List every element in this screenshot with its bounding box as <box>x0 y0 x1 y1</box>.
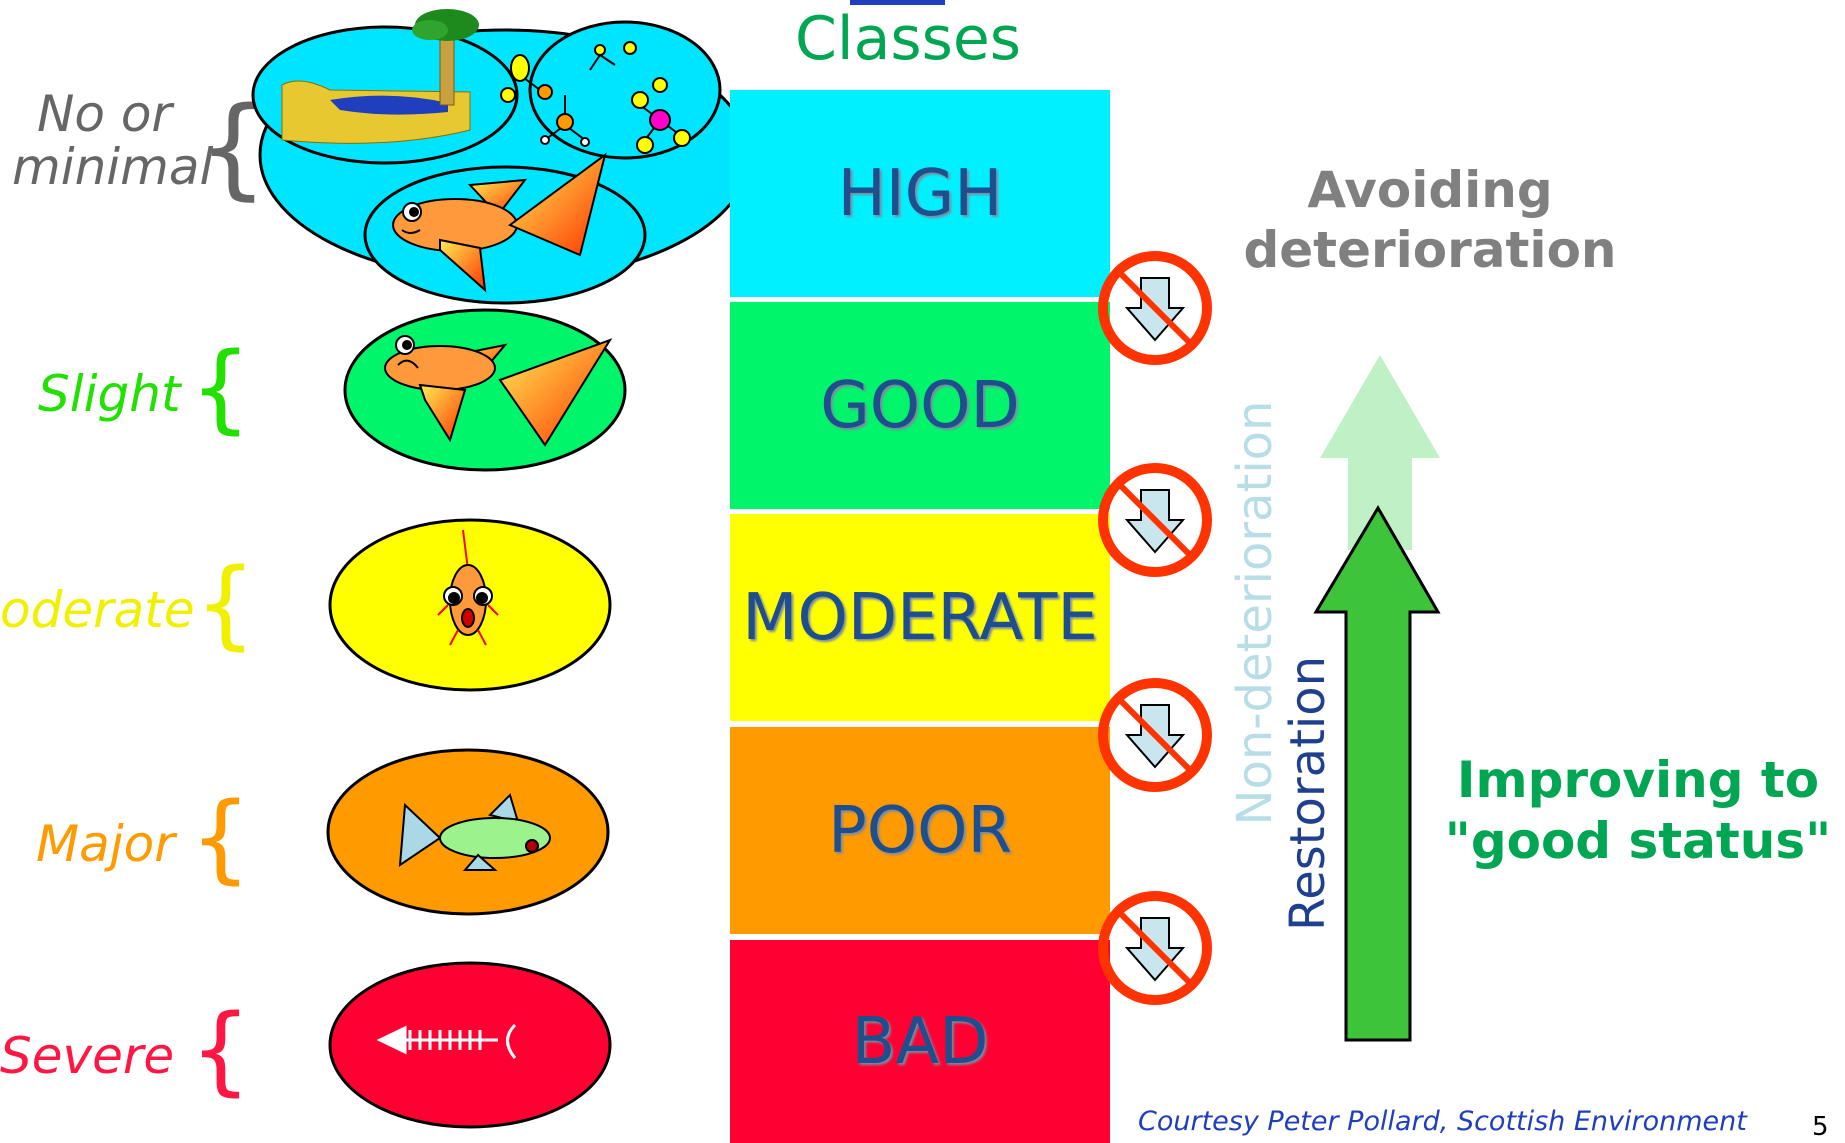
improving-line1: Improving to <box>1456 751 1820 809</box>
non-deterioration-arrow <box>1320 355 1440 550</box>
improving-label: Improving to "good status" <box>1428 750 1845 872</box>
pristine-scene <box>251 9 730 305</box>
no-deterioration-icon <box>1098 678 1212 792</box>
impact-label-severe: Severe <box>0 1027 175 1085</box>
fish-icon <box>398 793 551 871</box>
brace-severe: { <box>190 994 252 1106</box>
avoiding-line1: Avoiding <box>1307 161 1553 219</box>
no-deterioration-icons <box>1098 251 1212 1005</box>
restoration-arrows <box>1313 355 1441 1042</box>
impact-label-major: Major <box>36 815 175 873</box>
improving-line2: "good status" <box>1444 812 1832 870</box>
classes-title-bar <box>850 0 945 5</box>
restoration-label: Restoration <box>1280 655 1336 931</box>
no-deterioration-icon <box>1098 463 1212 577</box>
fish-icon <box>437 529 499 646</box>
fish-icon <box>392 152 607 293</box>
avoiding-line2: deterioration <box>1243 221 1617 279</box>
avoiding-deterioration-label: Avoiding deterioration <box>1220 160 1640 280</box>
tree-icon <box>412 9 479 106</box>
class-band-high: HIGH <box>730 90 1110 297</box>
class-band-bad: BAD <box>730 940 1110 1143</box>
impact-label-none-line1: No or <box>36 85 172 143</box>
fish-skeleton-icon <box>376 1023 517 1059</box>
classes-title: Classes <box>795 4 1022 74</box>
class-band-poor: POOR <box>730 727 1110 934</box>
molecule-icon <box>500 41 691 154</box>
credit-text: Courtesy Peter Pollard, Scottish Environ… <box>1138 1106 1747 1137</box>
class-band-good: GOOD <box>730 302 1110 509</box>
non-deterioration-label: Non-deterioration <box>1227 400 1283 826</box>
impact-label-moderate: oderate <box>0 581 195 639</box>
restoration-arrow <box>1313 505 1441 1042</box>
brace-major: { <box>190 782 252 894</box>
brace-moderate: { <box>195 548 257 660</box>
ecosystem-illustrations <box>251 9 730 1129</box>
impact-label-slight: Slight <box>38 365 181 423</box>
slight-ecosystem <box>343 308 627 472</box>
page-number: 5 <box>1812 1112 1829 1142</box>
brace-slight: { <box>190 332 252 444</box>
fish-icon <box>384 335 613 447</box>
no-deterioration-icon <box>1098 891 1212 1005</box>
class-band-moderate: MODERATE <box>730 514 1110 721</box>
no-deterioration-icon <box>1098 251 1212 365</box>
